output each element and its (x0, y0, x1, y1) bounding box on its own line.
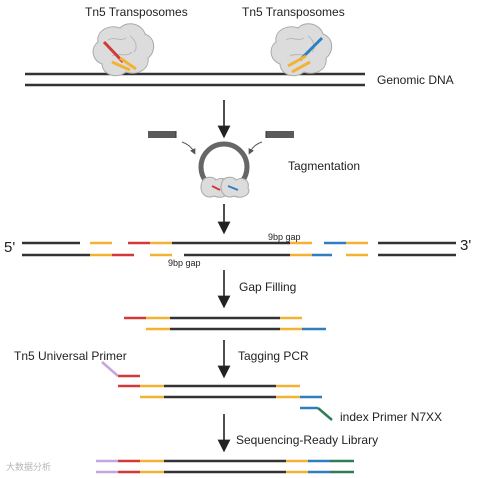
gap-bottom-label: 9bp gap (168, 258, 201, 268)
tagmentation-label: Tagmentation (288, 159, 361, 173)
tn5-left-label: Tn5 Transposomes (85, 5, 188, 19)
gap-filled-fragment (124, 316, 326, 331)
tagmented-fragments (22, 241, 456, 257)
gap-filling-label: Gap Filling (239, 280, 297, 294)
tagmentation-circle (198, 141, 250, 198)
five-prime-label: 5' (4, 239, 16, 256)
universal-primer-label: Tn5 Universal Primer (14, 349, 127, 363)
cut-dna-fragments (148, 131, 294, 155)
tn5-right-label: Tn5 Transposomes (242, 5, 345, 19)
watermark: 大数据分析 (6, 462, 52, 472)
tn5-transposome-right (270, 23, 333, 77)
tagging-pcr-fragment (101, 361, 333, 421)
gap-top-label: 9bp gap (268, 232, 301, 242)
genomic-dna-label: Genomic DNA (377, 73, 454, 87)
genomic-dna-strands (25, 72, 365, 87)
seq-ready-label: Sequencing-Ready Library (236, 433, 379, 447)
tn5-transposome-left (92, 23, 155, 77)
index-primer-label: index Primer N7XX (340, 410, 443, 424)
three-prime-label: 3' (460, 237, 472, 254)
sequencing-ready-library (96, 459, 354, 474)
tagging-pcr-label: Tagging PCR (238, 349, 309, 363)
